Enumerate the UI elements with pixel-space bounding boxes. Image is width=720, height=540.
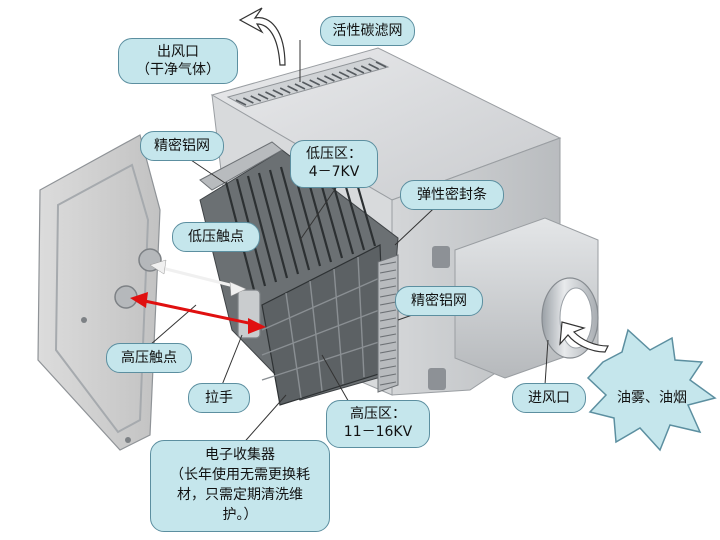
latch-bottom — [428, 368, 446, 390]
callout-high-voltage-contact: 高压触点 — [106, 343, 192, 373]
fine-mesh-top-label: 精密铝网 — [154, 138, 210, 154]
elastic-seal-label: 弹性密封条 — [417, 187, 487, 203]
low-voltage-zone-label: 低压区： — [306, 146, 362, 162]
carbon-filter-label: 活性碳滤网 — [332, 23, 403, 39]
oil-smoke-label: 油雾、油烟 — [617, 390, 687, 406]
low-voltage-zone-range: 4－7KV — [308, 164, 360, 180]
inlet-label: 进风口 — [528, 390, 570, 406]
callout-outlet: 出风口 （干净气体） — [118, 38, 238, 84]
door-inner-frame — [54, 163, 150, 434]
callout-low-voltage-zone: 低压区： 4－7KV — [290, 140, 378, 188]
callout-fine-mesh-right: 精密铝网 — [395, 286, 483, 316]
high-voltage-zone-range: 11－16KV — [343, 424, 413, 440]
callout-low-voltage-contact: 低压触点 — [172, 222, 260, 252]
oil-smoke-starburst — [586, 328, 717, 452]
callout-elastic-seal: 弹性密封条 — [400, 180, 504, 210]
callout-fine-mesh-top: 精密铝网 — [140, 131, 224, 161]
outlet-sublabel: （干净气体） — [136, 62, 220, 78]
handle-label: 拉手 — [205, 390, 233, 406]
callout-handle: 拉手 — [188, 383, 250, 413]
callout-inlet: 进风口 — [512, 383, 586, 413]
high-voltage-arrow — [130, 292, 266, 334]
left-fine-mesh — [199, 141, 283, 191]
fine-mesh-right-label: 精密铝网 — [411, 293, 467, 309]
high-voltage-contact-label: 高压触点 — [121, 350, 177, 366]
latch-top — [432, 246, 450, 268]
collector-title: 电子收集器 — [205, 447, 275, 463]
outlet-label: 出风口 — [157, 44, 199, 60]
callout-collector: 电子收集器 （长年使用无需更换耗 材，只需定期清洗维 护。） — [150, 440, 330, 532]
callout-carbon-filter: 活性碳滤网 — [320, 16, 415, 46]
inlet-arrow — [559, 321, 609, 353]
collector-desc-line2: 材，只需定期清洗维 — [177, 487, 303, 503]
outlet-arrow — [238, 7, 286, 66]
high-voltage-zone-label: 高压区： — [350, 406, 406, 422]
right-fine-mesh — [377, 254, 399, 393]
callout-high-voltage-zone: 高压区： 11－16KV — [326, 400, 430, 448]
low-voltage-arrow — [149, 259, 247, 297]
collector-desc-line3: 护。） — [222, 507, 258, 523]
low-voltage-contact-label: 低压触点 — [188, 229, 244, 245]
collector-desc-line1: （长年使用无需更换耗 — [170, 467, 310, 483]
top-vent-grill — [226, 57, 390, 108]
